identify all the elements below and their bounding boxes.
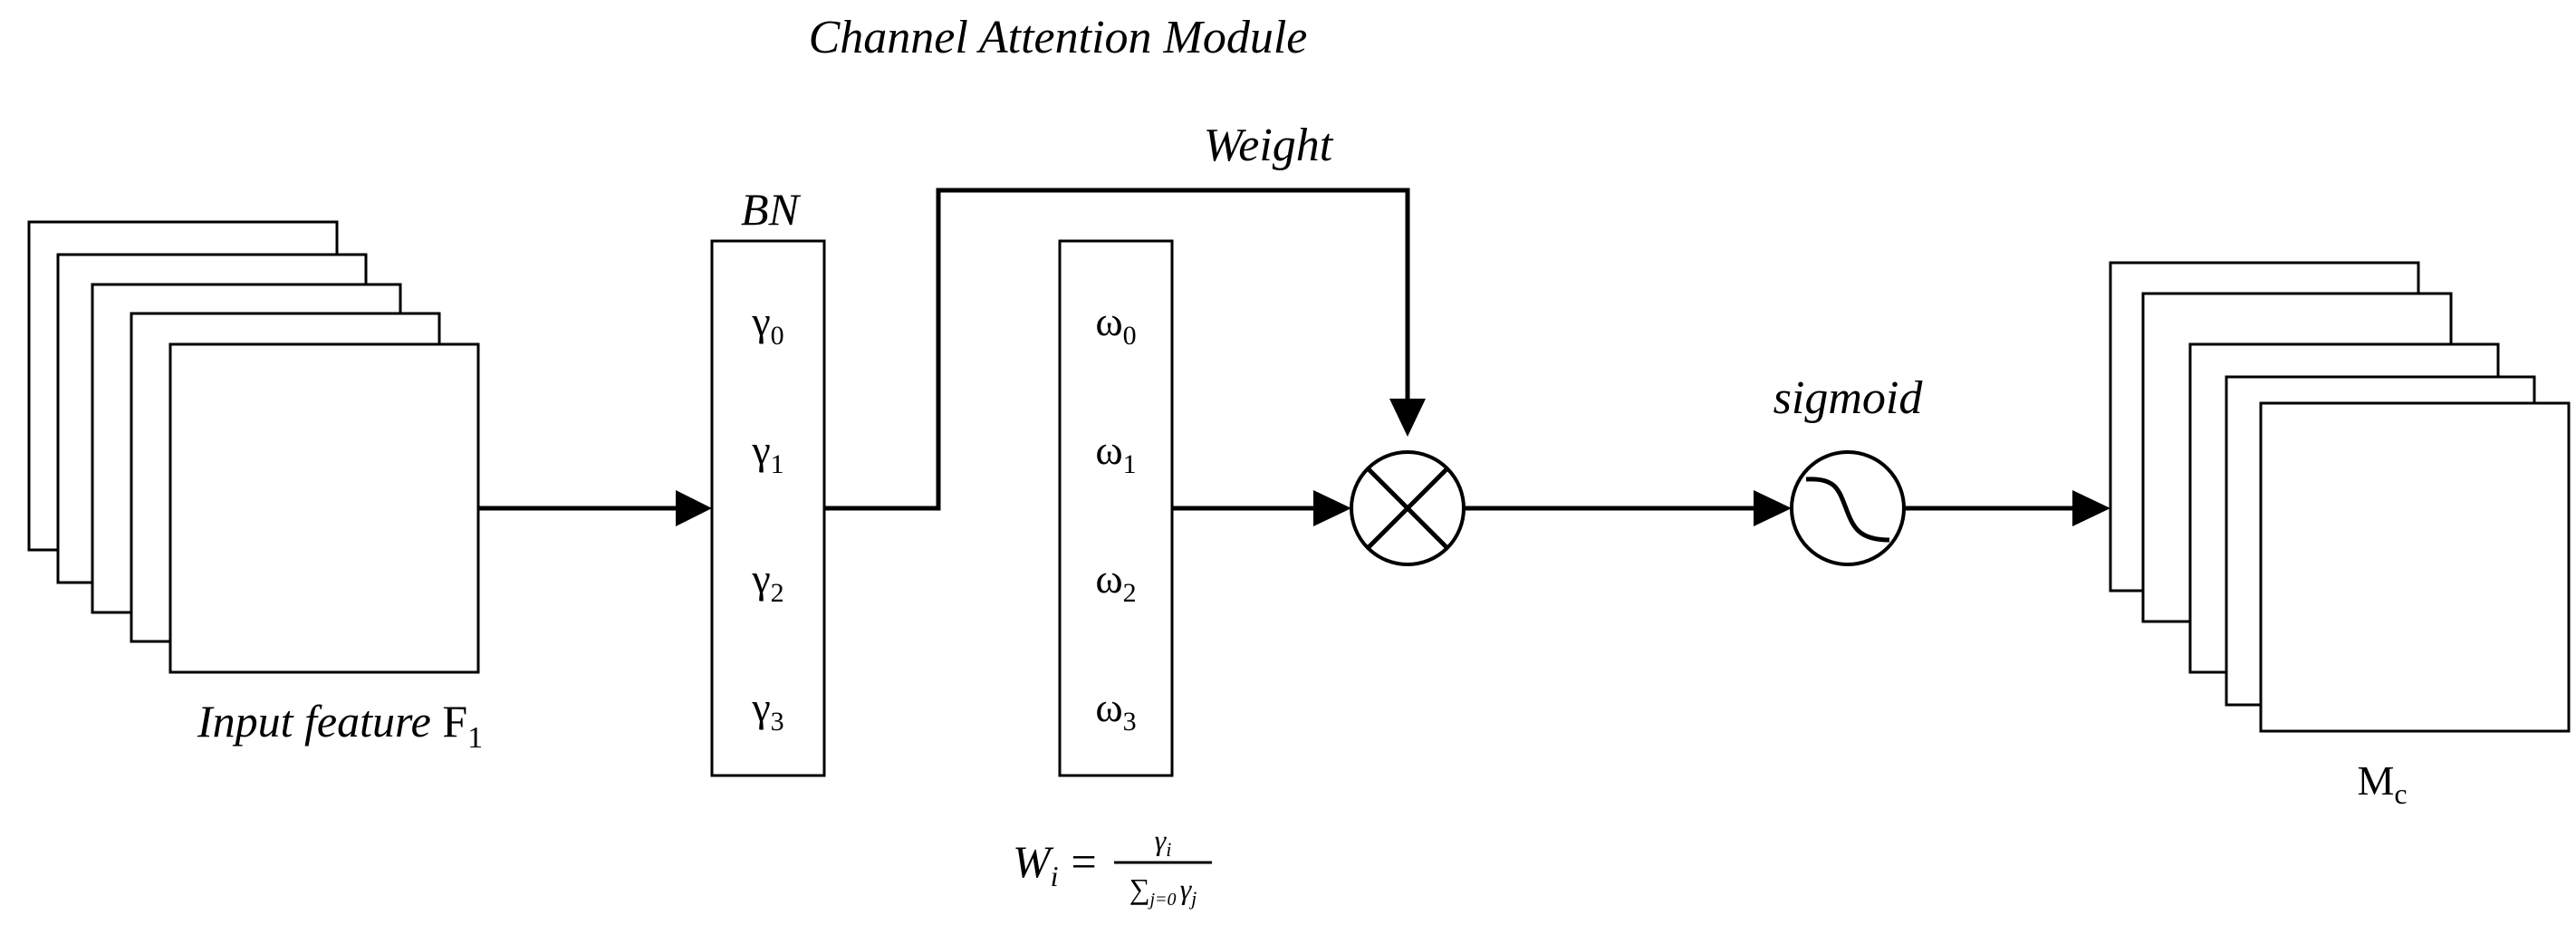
- weight-path-line: [824, 188, 1410, 511]
- weight-path-arrowhead: [1389, 399, 1426, 437]
- output-feature-map-5: [2259, 401, 2571, 733]
- multiply-to-sigmoid-arrowhead: [1754, 490, 1792, 526]
- weight-label: Weight: [1204, 120, 1334, 171]
- sigmoid-node: [1790, 450, 1906, 566]
- sigmoid-label: sigmoid: [1773, 372, 1924, 424]
- omega-0: ω0: [1095, 298, 1136, 351]
- input-to-bn-arrowhead: [676, 490, 712, 526]
- input-feature-stack: [27, 220, 480, 674]
- gamma-3: γ3: [751, 684, 783, 737]
- output-label: Mc: [2357, 757, 2407, 810]
- gamma-2: γ2: [751, 555, 783, 608]
- formula-numerator: γi: [1155, 824, 1172, 861]
- gamma-1: γ1: [751, 427, 783, 479]
- omega-3: ω3: [1095, 684, 1136, 737]
- omega-block: [1058, 239, 1174, 777]
- bn-label: BN: [741, 184, 802, 235]
- input-feature-label: Input feature F1: [197, 696, 483, 755]
- multiply-cross-b: [1366, 467, 1449, 550]
- input-feature-map-5: [168, 342, 480, 674]
- diagram-title: Channel Attention Module: [809, 12, 1308, 63]
- omega-2: ω2: [1095, 555, 1136, 608]
- sigmoid-to-output-arrowhead: [2072, 490, 2110, 526]
- output-feature-stack: [2109, 261, 2571, 733]
- omega-list: ω0 ω1 ω2 ω3: [1095, 298, 1136, 737]
- multiply-node: [1350, 450, 1466, 566]
- sigmoid-curve-icon: [1805, 477, 1890, 543]
- bn-gamma-list: γ0 γ1 γ2 γ3: [751, 298, 783, 737]
- gamma-0: γ0: [751, 298, 783, 351]
- formula-lhs: Wi=: [1013, 836, 1097, 892]
- omega-to-multiply-arrowhead: [1313, 490, 1351, 526]
- omega-1: ω1: [1095, 427, 1136, 479]
